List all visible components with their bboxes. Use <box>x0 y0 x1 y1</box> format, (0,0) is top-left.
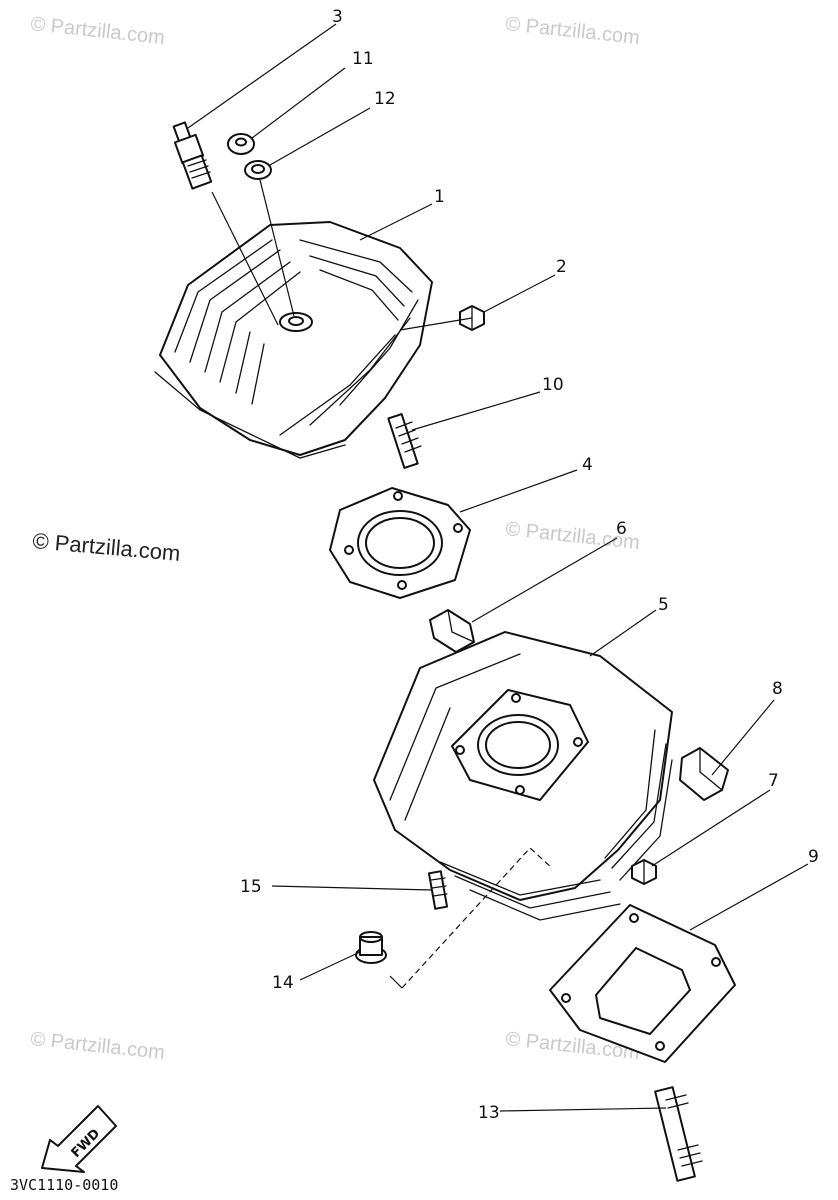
spark-plug-part-3 <box>172 121 213 190</box>
base-gasket-part-9 <box>549 904 736 1063</box>
cylinder-part-5 <box>373 631 673 921</box>
callout-7: 7 <box>768 771 779 791</box>
callout-2: 2 <box>556 257 567 277</box>
washer-part-12 <box>244 160 272 180</box>
flange-nut-part-14 <box>355 931 387 964</box>
watermark-bottom-left: © Partzilla.com <box>29 1028 165 1064</box>
stud-part-10 <box>387 413 422 469</box>
head-gasket-part-4 <box>329 487 471 599</box>
callout-1: 1 <box>434 187 445 207</box>
callouts: 3 11 12 1 2 10 4 6 5 8 7 9 15 14 13 <box>240 7 819 1123</box>
cap-part-6 <box>429 609 475 653</box>
nut-part-11 <box>227 133 255 155</box>
callout-11: 11 <box>352 49 374 69</box>
watermark-top-left: © Partzilla.com <box>29 13 165 49</box>
callout-5: 5 <box>658 595 669 615</box>
callout-3: 3 <box>332 7 343 27</box>
callout-12: 12 <box>374 89 396 109</box>
callout-14: 14 <box>272 973 294 993</box>
callout-13: 13 <box>478 1103 500 1123</box>
stud-part-13 <box>654 1086 703 1182</box>
stud-part-15 <box>427 870 449 910</box>
callout-10: 10 <box>542 375 564 395</box>
cylinder-head-part-1 <box>154 221 433 459</box>
leader-lines <box>187 23 809 1112</box>
watermark-top-right: © Partzilla.com <box>504 13 640 49</box>
pad-part-8 <box>679 747 729 801</box>
callout-9: 9 <box>808 847 819 867</box>
nut-part-7 <box>631 859 657 885</box>
callout-4: 4 <box>582 455 593 475</box>
callout-15: 15 <box>240 877 262 897</box>
fwd-arrow: FWD <box>41 1105 117 1173</box>
watermark-main: © Partzilla.com <box>32 528 182 566</box>
diagram-code: 3VC1110-0010 <box>10 1176 118 1194</box>
callout-8: 8 <box>772 679 783 699</box>
callout-6: 6 <box>616 519 627 539</box>
